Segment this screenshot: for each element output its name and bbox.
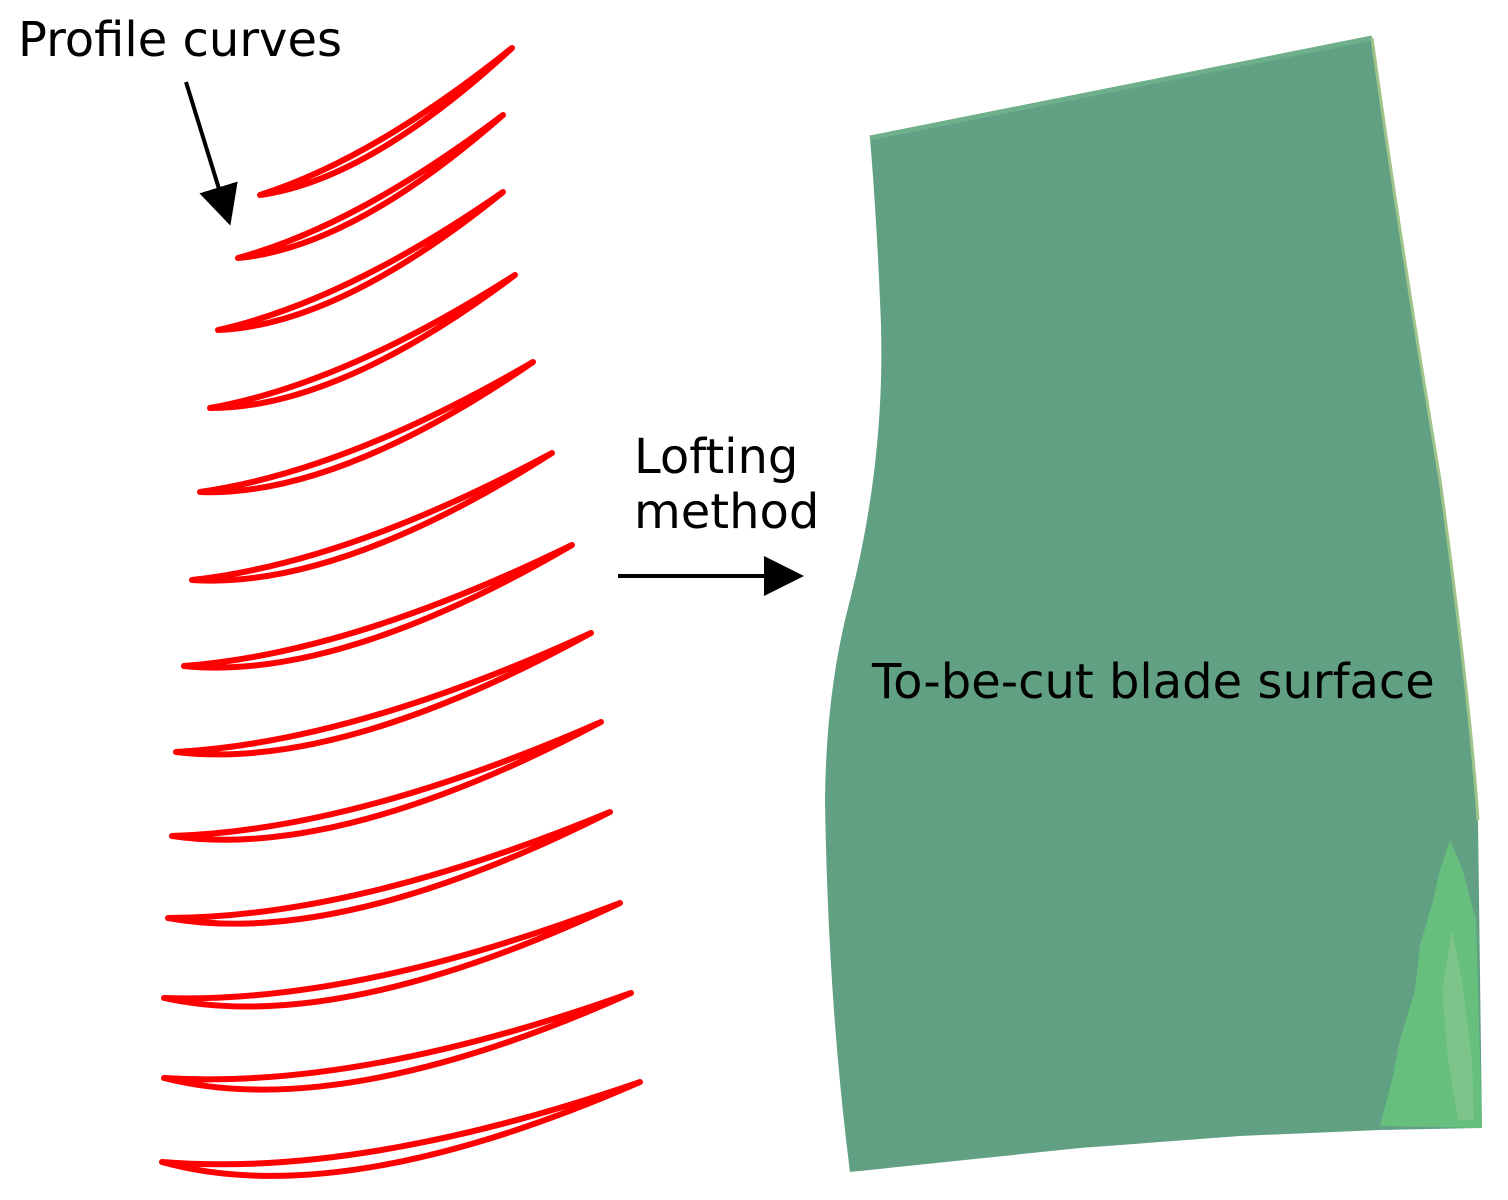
arrow-down-right-icon bbox=[184, 81, 238, 226]
profile-curve bbox=[235, 112, 506, 261]
profile-curve bbox=[173, 630, 594, 758]
blade-surface-right-edge bbox=[1370, 37, 1480, 821]
blade-surface-body bbox=[825, 38, 1482, 1172]
lofting-method-label: Lofting method bbox=[634, 429, 820, 541]
profile-curve bbox=[189, 450, 555, 584]
profile-curve bbox=[207, 272, 518, 412]
blade-surface bbox=[825, 35, 1482, 1172]
profile-curves-group bbox=[159, 45, 643, 1179]
blade-surface-top-edge bbox=[869, 35, 1373, 141]
profile-curve bbox=[181, 542, 575, 671]
profile-curves-label: Profile curves bbox=[18, 12, 342, 68]
profile-curve bbox=[215, 189, 506, 333]
blade-surface-label: To-be-cut blade surface bbox=[872, 654, 1435, 710]
blade-highlight-inner bbox=[1442, 930, 1474, 1120]
profile-curve bbox=[257, 45, 515, 198]
lofting-method-line-1: Lofting bbox=[634, 429, 799, 485]
profile-curve bbox=[169, 719, 604, 843]
profile-curve bbox=[161, 990, 634, 1093]
profile-curve bbox=[159, 1079, 643, 1179]
lofting-method-line-2: method bbox=[634, 484, 820, 541]
profile-curve bbox=[165, 809, 613, 927]
profile-curve bbox=[197, 359, 536, 496]
profile-curve bbox=[161, 900, 623, 1010]
